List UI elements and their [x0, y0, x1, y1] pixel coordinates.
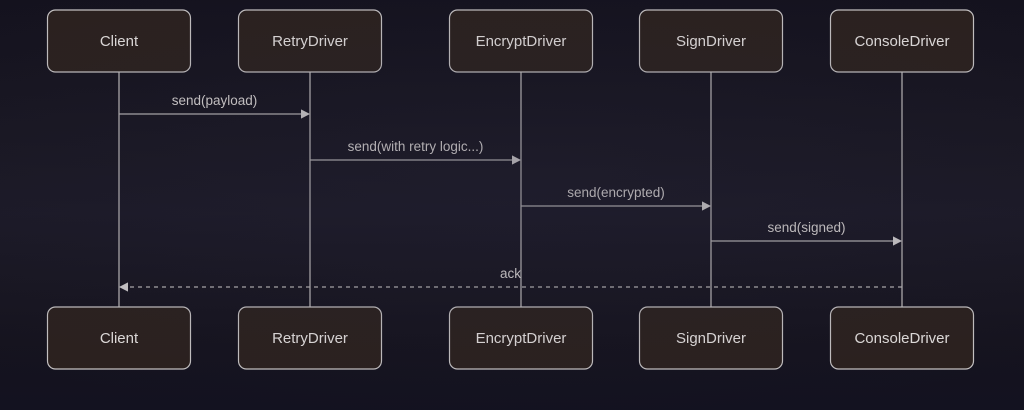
participant-label-consoledriver: ConsoleDriver [854, 330, 949, 347]
message-m3[interactable]: send(encrypted) [521, 185, 711, 211]
message-label-m2: send(with retry logic...) [348, 139, 484, 154]
participant-box-client-bottom[interactable]: Client [46, 306, 192, 370]
message-label-m4: send(signed) [767, 220, 845, 235]
participant-rect-client [46, 306, 192, 370]
participant-box-encryptdriver-top[interactable]: EncryptDriver [448, 9, 594, 73]
participant-box-signdriver-bottom[interactable]: SignDriver [638, 306, 784, 370]
message-m4[interactable]: send(signed) [711, 220, 902, 246]
message-m1[interactable]: send(payload) [119, 93, 310, 119]
message-arrowhead-m5 [119, 282, 128, 292]
participant-box-consoledriver-bottom[interactable]: ConsoleDriver [829, 306, 975, 370]
participant-label-client: Client [100, 33, 139, 50]
participant-label-retrydriver: RetryDriver [272, 33, 348, 50]
message-label-m3: send(encrypted) [567, 185, 665, 200]
message-arrowhead-m1 [301, 109, 310, 119]
message-group: send(payload) send(with retry logic...) se… [119, 93, 902, 292]
participant-label-signdriver: SignDriver [676, 33, 746, 50]
lifeline-group [118, 72, 903, 307]
message-m5[interactable]: ack [119, 266, 902, 292]
participant-rect-signdriver [638, 9, 784, 73]
participant-box-consoledriver-top[interactable]: ConsoleDriver [829, 9, 975, 73]
participant-box-retrydriver-bottom[interactable]: RetryDriver [237, 306, 383, 370]
message-arrowhead-m3 [702, 201, 711, 211]
participant-label-retrydriver: RetryDriver [272, 330, 348, 347]
participant-box-signdriver-top[interactable]: SignDriver [638, 9, 784, 73]
message-arrowhead-m2 [512, 155, 521, 165]
participant-label-consoledriver: ConsoleDriver [854, 33, 949, 50]
participant-label-signdriver: SignDriver [676, 330, 746, 347]
message-label-m1: send(payload) [172, 93, 258, 108]
participant-rect-retrydriver [237, 306, 383, 370]
participant-rect-client [46, 9, 192, 73]
message-m2[interactable]: send(with retry logic...) [310, 139, 521, 165]
participant-rect-consoledriver [829, 306, 975, 370]
participant-rect-encryptdriver [448, 306, 594, 370]
bottom-participant-boxes: Client RetryDriver EncryptDriver SignDriver… [46, 306, 975, 370]
participant-rect-encryptdriver [448, 9, 594, 73]
message-arrowhead-m4 [893, 236, 902, 246]
top-participant-boxes: Client RetryDriver EncryptDriver SignDriver… [46, 9, 975, 73]
participant-rect-retrydriver [237, 9, 383, 73]
participant-box-encryptdriver-bottom[interactable]: EncryptDriver [448, 306, 594, 370]
participant-label-encryptdriver: EncryptDriver [476, 33, 567, 50]
participant-label-client: Client [100, 330, 139, 347]
participant-label-encryptdriver: EncryptDriver [476, 330, 567, 347]
participant-box-retrydriver-top[interactable]: RetryDriver [237, 9, 383, 73]
participant-box-client-top[interactable]: Client [46, 9, 192, 73]
participant-rect-signdriver [638, 306, 784, 370]
message-label-m5: ack [500, 266, 521, 281]
participant-rect-consoledriver [829, 9, 975, 73]
